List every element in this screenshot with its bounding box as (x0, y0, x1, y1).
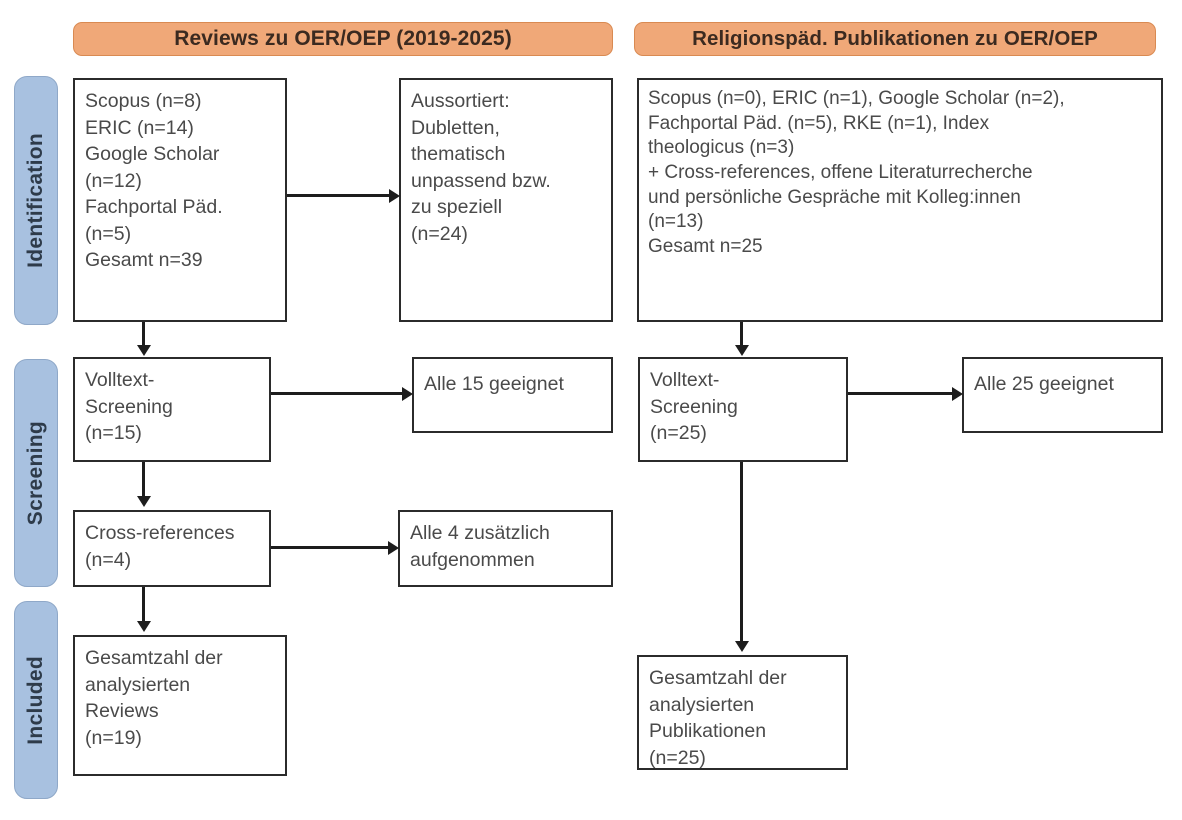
stage-tab-included: Included (14, 601, 58, 799)
stage-tab-screening: Screening (14, 359, 58, 587)
box-left-identification-sources: Scopus (n=8) ERIC (n=14) Google Scholar … (73, 78, 287, 322)
header-right-publications: Religionspäd. Publikationen zu OER/OEP (634, 22, 1156, 56)
connector-left-sources-to-excluded (287, 194, 391, 197)
box-left-excluded: Aussortiert: Dubletten, thematisch unpas… (399, 78, 613, 322)
connector-right-sources-to-screening (740, 322, 743, 348)
box-right-included-total: Gesamtzahl der analysierten Publikatione… (637, 655, 848, 770)
arrowhead-left-crossrefs-to-added (388, 540, 399, 555)
stage-tab-screening-label: Screening (24, 420, 47, 526)
box-left-fulltext-screening: Volltext- Screening (n=15) (73, 357, 271, 462)
box-right-all-eligible: Alle 25 geeignet (962, 357, 1163, 433)
box-left-included-total: Gesamtzahl der analysierten Reviews (n=1… (73, 635, 287, 776)
connector-left-sources-to-screening (142, 322, 145, 348)
arrowhead-right-sources-to-screening (734, 345, 749, 356)
box-right-identification-sources: Scopus (n=0), ERIC (n=1), Google Scholar… (637, 78, 1163, 322)
header-left-label: Reviews zu OER/OEP (2019-2025) (174, 27, 512, 50)
connector-left-screening-to-crossrefs (142, 462, 145, 499)
box-right-fulltext-screening: Volltext- Screening (n=25) (638, 357, 848, 462)
connector-left-crossrefs-to-included (142, 587, 145, 623)
connector-left-crossrefs-to-added (271, 546, 390, 549)
connector-right-screening-to-eligible (848, 392, 954, 395)
connector-left-screening-to-eligible (271, 392, 404, 395)
arrowhead-left-screening-to-crossrefs (136, 496, 151, 507)
stage-tab-identification: Identification (14, 76, 58, 325)
box-left-all-eligible: Alle 15 geeignet (412, 357, 613, 433)
arrowhead-left-crossrefs-to-included (136, 621, 151, 632)
header-left-reviews: Reviews zu OER/OEP (2019-2025) (73, 22, 613, 56)
arrowhead-left-sources-to-screening (136, 345, 151, 356)
arrowhead-right-screening-to-eligible (952, 386, 963, 401)
connector-right-screening-to-included (740, 462, 743, 643)
box-left-cross-references: Cross-references (n=4) (73, 510, 271, 587)
arrowhead-right-screening-to-included (734, 641, 749, 652)
arrowhead-left-sources-to-excluded (389, 188, 400, 203)
box-left-all-added: Alle 4 zusätzlich aufgenommen (398, 510, 613, 587)
stage-tab-identification-label: Identification (24, 133, 47, 268)
header-right-label: Religionspäd. Publikationen zu OER/OEP (692, 27, 1098, 50)
stage-tab-included-label: Included (24, 655, 47, 745)
arrowhead-left-screening-to-eligible (402, 386, 413, 401)
